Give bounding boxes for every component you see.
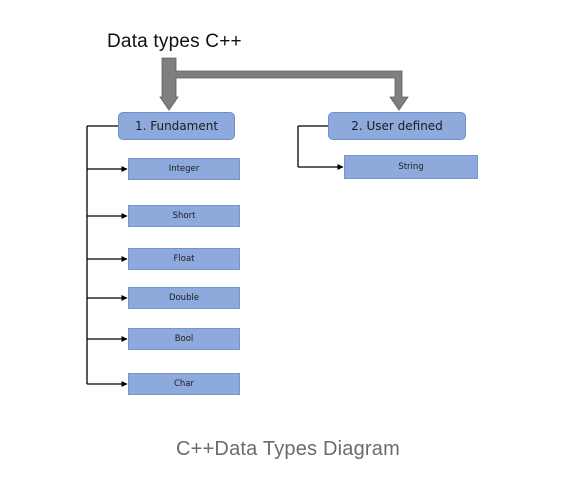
type-label: Integer: [168, 164, 200, 174]
group-user-defined: 2. User defined: [328, 112, 466, 140]
type-node-float: Float: [128, 248, 240, 270]
type-label: Char: [173, 379, 195, 389]
type-label: Bool: [174, 334, 194, 344]
type-node-integer: Integer: [128, 158, 240, 180]
type-label: Short: [172, 211, 196, 221]
type-label: Float: [173, 254, 195, 264]
root-bracket-connector: [159, 57, 409, 111]
root-node-title: Data types C++: [107, 31, 242, 52]
type-node-double: Double: [128, 287, 240, 309]
group-fundamental: 1. Fundament: [118, 112, 235, 140]
group-fundamental-label: 1. Fundament: [134, 119, 219, 133]
figure-caption: C++Data Types Diagram: [176, 438, 400, 460]
type-node-char: Char: [128, 373, 240, 395]
group-user-defined-label: 2. User defined: [351, 119, 443, 133]
type-node-short: Short: [128, 205, 240, 227]
type-label: String: [398, 162, 424, 172]
type-label: Double: [168, 293, 200, 303]
fundamental-connector-lines: [86, 125, 128, 387]
type-node-string: String: [344, 155, 478, 179]
user-defined-connector-lines: [297, 125, 344, 170]
type-node-bool: Bool: [128, 328, 240, 350]
